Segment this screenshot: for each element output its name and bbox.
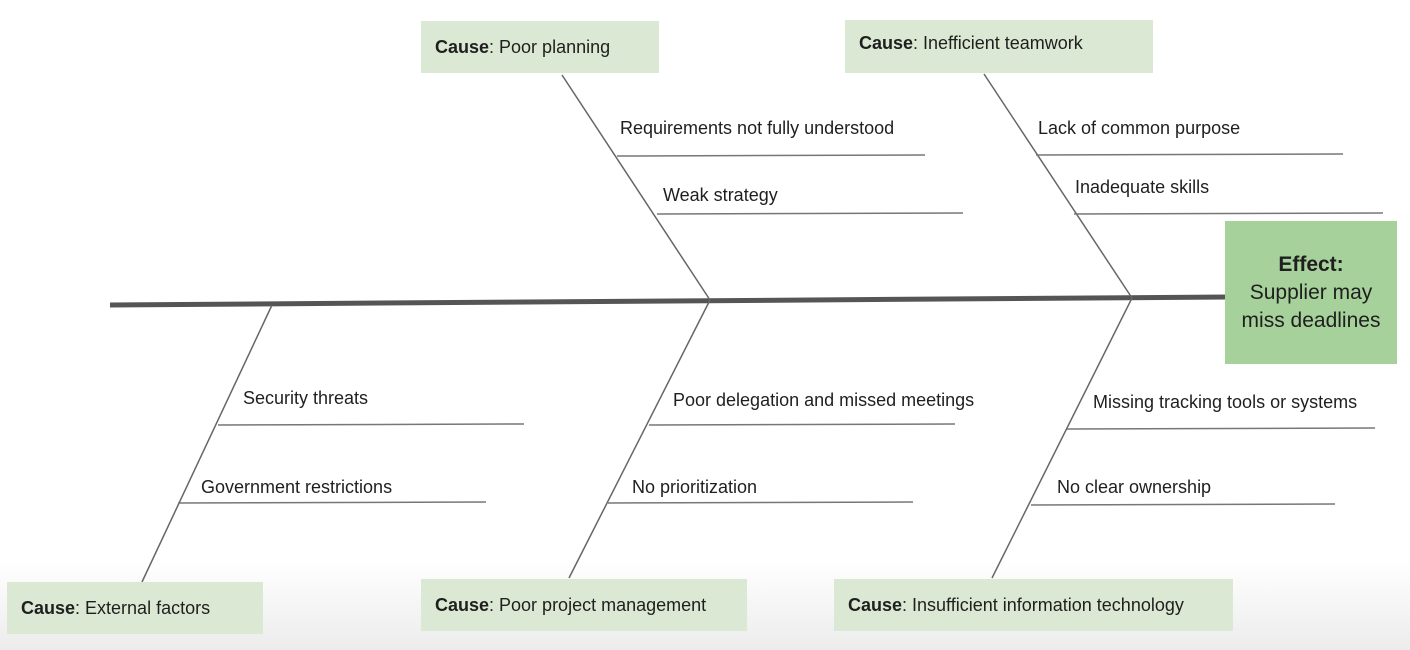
cause-box-poor-project-management: Cause: Poor project management (421, 579, 747, 631)
subline-inadequate-skills (1073, 212, 1384, 215)
effect-label: Effect: (1278, 252, 1344, 276)
subcause-label: Security threats (243, 388, 369, 408)
subline-weak-strategy (656, 212, 964, 215)
bone-inefficient-teamwork (983, 73, 1133, 299)
cause-prefix: Cause (859, 33, 914, 53)
subline-requirements (616, 154, 926, 157)
subcause-label: Lack of common purpose (1038, 118, 1241, 138)
cause-prefix: Cause (848, 595, 903, 615)
cause-name: : Poor project management (489, 595, 707, 615)
cause-box-inefficient-teamwork: Cause: Inefficient teamwork (845, 20, 1153, 73)
subcause-label: Inadequate skills (1075, 177, 1210, 197)
bone-insufficient-it (991, 297, 1133, 579)
cause-box-poor-planning: Cause: Poor planning (421, 21, 659, 73)
cause-box-insufficient-it: Cause: Insufficient information technolo… (834, 579, 1233, 631)
cause-box-external-factors: Cause: External factors (7, 582, 263, 634)
cause-name: : External factors (75, 598, 211, 618)
cause-name: : Insufficient information technology (902, 595, 1184, 615)
effect-text: Supplier may miss deadlines (1241, 280, 1381, 332)
cause-name: : Inefficient teamwork (913, 33, 1083, 53)
cause-prefix: Cause (435, 595, 490, 615)
cause-prefix: Cause (21, 598, 76, 618)
subcause-label: Government restrictions (201, 477, 393, 497)
subline-ownership (1030, 503, 1336, 506)
bone-poor-planning (561, 74, 711, 301)
subcause-label: Weak strategy (663, 185, 778, 205)
subline-government (177, 501, 487, 504)
subline-prioritization (607, 501, 914, 504)
subcause-label: Poor delegation and missed meetings (673, 390, 975, 410)
cause-prefix: Cause (435, 37, 490, 57)
subline-security-threats (217, 423, 525, 426)
bone-poor-project-management (568, 299, 711, 579)
subcause-label: No clear ownership (1057, 477, 1212, 497)
subcause-label: Requirements not fully understood (620, 118, 895, 138)
subcause-label: Missing tracking tools or systems (1093, 392, 1358, 412)
bone-external-factors (141, 304, 273, 583)
subline-tracking-tools (1066, 427, 1376, 430)
subline-common-purpose (1035, 153, 1344, 156)
subcause-label: No prioritization (632, 477, 758, 497)
effect-box: Effect: Supplier may miss deadlines (1225, 221, 1397, 364)
subline-delegation (648, 423, 956, 426)
spine-line (109, 294, 1229, 308)
cause-name: : Poor planning (489, 37, 611, 57)
